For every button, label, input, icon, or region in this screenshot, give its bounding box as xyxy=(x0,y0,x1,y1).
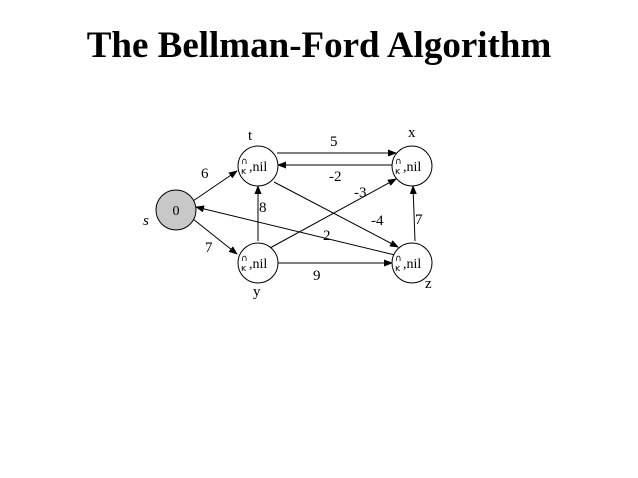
weight-z-x: 7 xyxy=(415,212,423,228)
infinity-glyph-bottom: ĸ xyxy=(241,264,247,274)
node-t: ∩ ĸ ,nil xyxy=(237,145,279,187)
infinity-glyph-bottom: ĸ xyxy=(241,167,247,177)
edge-y-x xyxy=(269,178,397,249)
weight-y-z: 9 xyxy=(313,268,321,284)
edge-s-y xyxy=(192,218,238,255)
weight-s-y: 7 xyxy=(205,240,213,256)
infinity-glyph-top: ∩ xyxy=(395,254,402,264)
infinity-glyph-bottom: ĸ xyxy=(395,167,401,177)
node-y-name: y xyxy=(253,284,261,300)
edge-z-s xyxy=(195,205,396,256)
infinity-glyph-top: ∩ xyxy=(395,157,402,167)
node-s-name: s xyxy=(143,213,149,229)
weight-y-x: -3 xyxy=(354,185,367,201)
node-x-value: ,nil xyxy=(403,160,421,175)
node-t-value: ,nil xyxy=(249,160,267,175)
edge-z-x xyxy=(409,185,417,242)
node-z: ∩ ĸ ,nil xyxy=(391,242,433,284)
node-x: ∩ ĸ ,nil xyxy=(391,145,433,187)
edges xyxy=(192,149,417,267)
node-y-value: ,nil xyxy=(249,257,267,272)
infinity-glyph-bottom: ĸ xyxy=(395,264,401,274)
edge-weights: 6 7 5 -2 -3 -4 8 2 7 9 xyxy=(201,134,423,284)
slide-title: The Bellman-Ford Algorithm xyxy=(86,25,552,66)
node-z-value: ,nil xyxy=(403,257,421,272)
infinity-glyph-top: ∩ xyxy=(241,254,248,264)
weight-t-z: -4 xyxy=(371,213,384,229)
weight-x-t: -2 xyxy=(329,169,342,185)
node-t-name: t xyxy=(248,128,253,144)
weight-y-t: 8 xyxy=(259,200,267,216)
node-x-name: x xyxy=(408,125,416,141)
infinity-glyph-top: ∩ xyxy=(241,157,248,167)
edge-t-z xyxy=(273,181,399,248)
weight-t-x: 5 xyxy=(330,134,338,150)
node-s-value: 0 xyxy=(173,204,180,219)
weight-z-s: 2 xyxy=(323,228,331,244)
node-z-name: z xyxy=(425,276,432,292)
weight-s-t: 6 xyxy=(201,166,209,182)
node-s: 0 xyxy=(155,189,197,231)
edge-s-t xyxy=(192,170,238,202)
node-y: ∩ ĸ ,nil xyxy=(237,242,279,284)
